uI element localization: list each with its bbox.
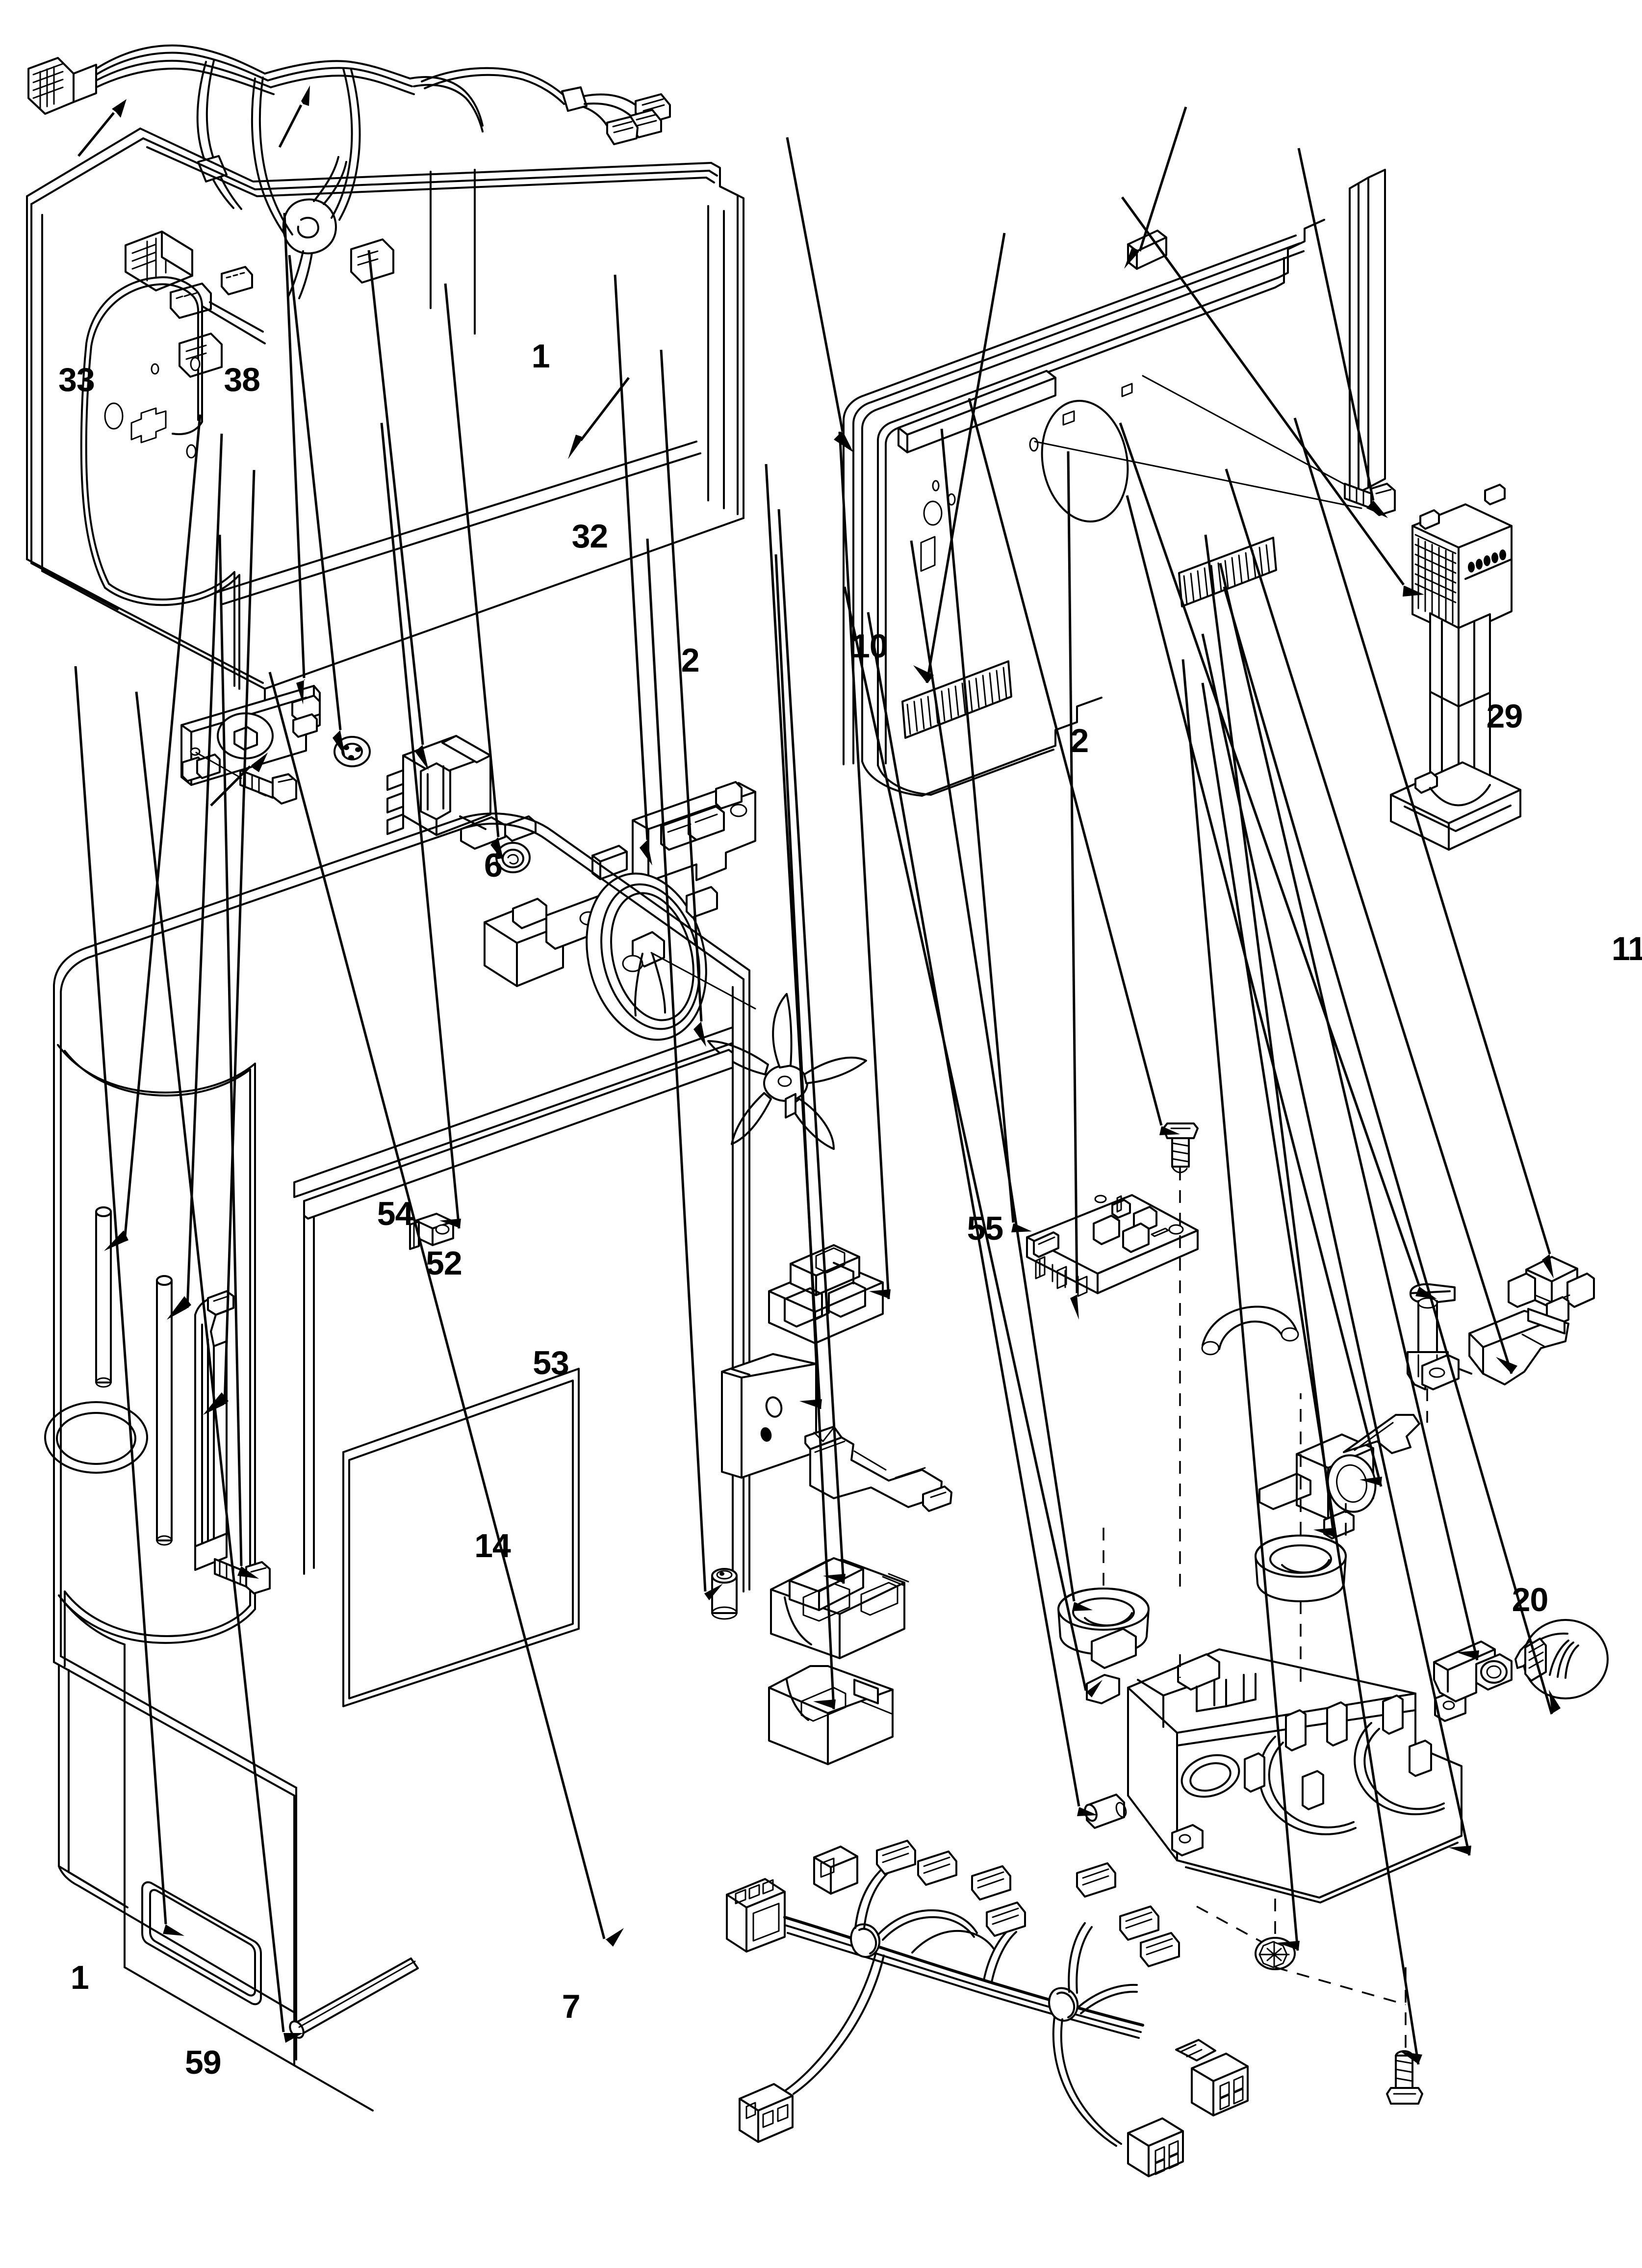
callout-54: 54	[377, 1195, 414, 1232]
callout-1: 1	[531, 337, 550, 375]
condenser-fan-blade-11	[707, 993, 867, 1150]
main-wire-harness-7	[726, 1840, 1249, 2177]
callout-leaders	[74, 85, 1561, 2065]
control-board-4	[1026, 1194, 1199, 1297]
light-bulb-8	[1514, 1619, 1609, 1699]
control-housing-24	[770, 1557, 909, 1659]
mounting-plate-31	[721, 1353, 817, 1479]
callout-32: 32	[571, 517, 609, 555]
fan-motor-bracket-29	[484, 781, 756, 1041]
callout-2: 2	[681, 642, 700, 679]
callout-53: 53	[533, 1344, 569, 1382]
capacitor-18	[1084, 1794, 1127, 1829]
callout-6: 6	[484, 846, 503, 884]
hinge-bracket-32	[180, 685, 321, 786]
callout-29: 29	[1486, 697, 1523, 735]
grommet-cup-34	[1255, 1535, 1347, 1602]
retainer-clip-5	[1201, 1305, 1299, 1356]
screw-6	[195, 752, 297, 805]
cabinet-liner-upper	[26, 128, 744, 704]
callout-20: 20	[1512, 1581, 1549, 1619]
lamp-socket-17	[1433, 1641, 1513, 1702]
callout-52: 52	[426, 1245, 462, 1282]
callout-10: 10	[851, 627, 888, 665]
rear-access-panel-3	[843, 169, 1386, 797]
insulation-block-36	[1086, 1674, 1120, 1704]
support-rod-52	[156, 1275, 173, 1546]
support-rod-54	[95, 1206, 112, 1388]
wire-harness-33	[27, 44, 671, 378]
grommet-2a	[334, 736, 371, 767]
callout-33: 33	[58, 361, 95, 398]
air-duct-tower-23	[1390, 484, 1521, 851]
vent-grille-16	[901, 660, 1012, 739]
callout-11: 11	[1612, 930, 1642, 967]
push-nut-25	[1255, 1937, 1296, 1970]
drain-tube-59	[289, 1957, 419, 2039]
insulation-block-21	[768, 1665, 894, 1765]
callout-1: 1	[70, 1958, 89, 1996]
screw-14-left	[214, 1558, 271, 1594]
callout-55: 55	[967, 1209, 1004, 1247]
screw-15	[1162, 1122, 1199, 1173]
compressor-base-pan-12	[1091, 1628, 1466, 1903]
drain-trough-53	[194, 1290, 234, 1571]
cabinet-main	[44, 812, 750, 2112]
grommet-2b	[495, 842, 531, 873]
callout-7: 7	[562, 1988, 581, 2026]
callout-38: 38	[224, 361, 260, 398]
bracket-strap-37	[1421, 1308, 1569, 1390]
bracket-arm-9	[804, 1426, 952, 1512]
spacer-bushing-20	[711, 1568, 738, 1620]
assembly-centerlines	[1103, 1168, 1428, 2054]
thermostat-control-10	[386, 735, 537, 850]
callout-2: 2	[1070, 722, 1089, 760]
callout-14: 14	[474, 1527, 511, 1564]
callout-59: 59	[184, 2043, 222, 2081]
